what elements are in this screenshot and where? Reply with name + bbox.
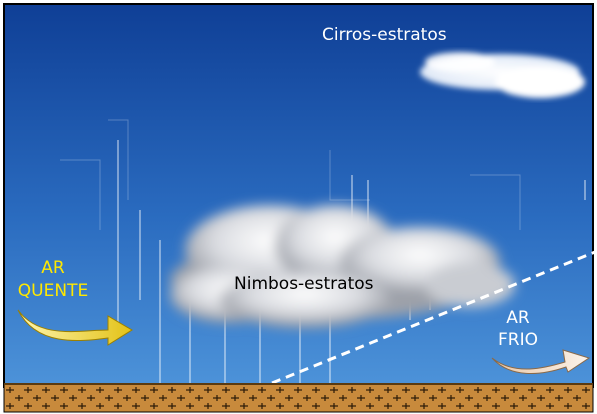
nimbostratus-label: Nimbos-estratos (234, 274, 374, 294)
cold-air-label-line2: FRIO (498, 330, 538, 350)
nimbostratus-cloud (170, 205, 515, 328)
cirrostratus-cloud (420, 52, 585, 98)
warm-air-arrow-icon (17, 309, 133, 346)
warm-air-label-line2: QUENTE (18, 281, 88, 301)
cold-air-label-line1: AR (506, 308, 530, 328)
cold-air-arrow-icon (491, 349, 591, 374)
ground (3, 383, 594, 413)
cirrostratus-label: Cirros-estratos (322, 25, 447, 45)
cold-front-line (271, 250, 596, 385)
warm-air-label-line1: AR (41, 258, 65, 278)
